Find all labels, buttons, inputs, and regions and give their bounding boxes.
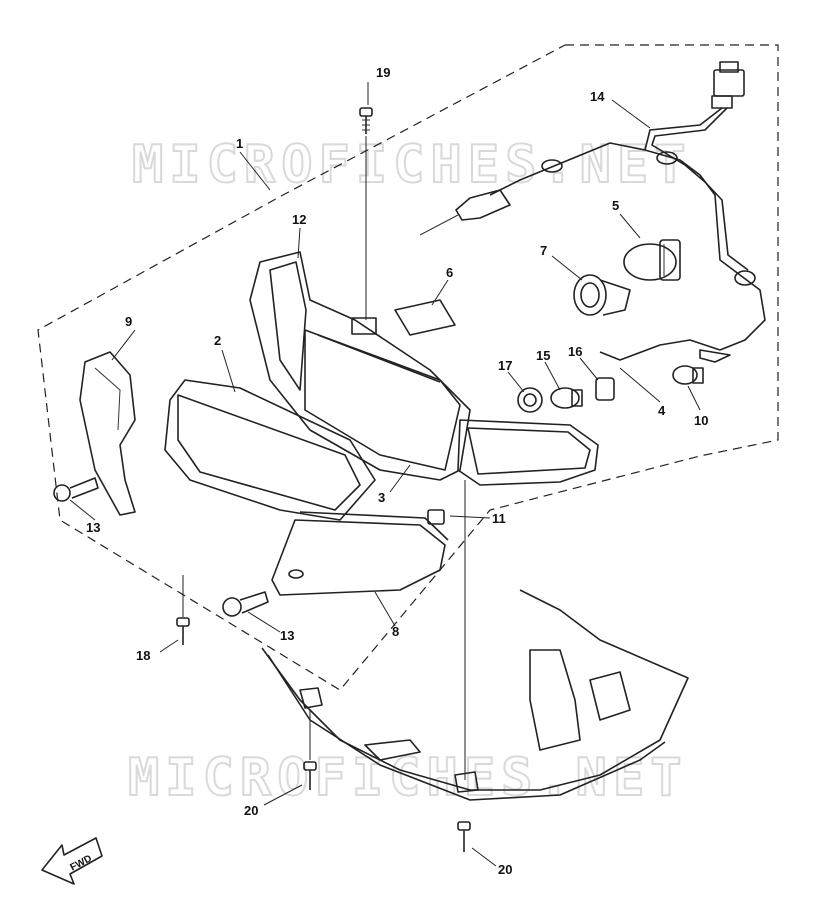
socket-16	[595, 377, 615, 401]
callout-12: 12	[292, 212, 306, 227]
lens-frame-2	[164, 379, 376, 521]
screw-18	[176, 617, 190, 645]
callout-6: 6	[446, 265, 453, 280]
fwd-label: FWD	[68, 853, 93, 873]
assembly-boundary	[37, 44, 779, 691]
fwd-arrow-icon: FWD	[41, 837, 103, 885]
watermark-top: MICROFICHES.NET	[132, 135, 692, 195]
callout-4: 4	[658, 403, 666, 418]
callout-13-right: 13	[280, 628, 294, 643]
callout-2: 2	[214, 333, 221, 348]
screw-13-right	[222, 591, 269, 617]
callout-1: 1	[236, 136, 243, 151]
pad-6	[394, 299, 456, 336]
turn-lens-8	[271, 511, 449, 596]
socket-7	[573, 274, 631, 316]
callout-15: 15	[536, 348, 550, 363]
callout-19: 19	[376, 65, 390, 80]
callout-5: 5	[612, 198, 619, 213]
screw-20-right	[457, 821, 471, 852]
side-lens-3	[457, 419, 599, 486]
callout-20-right: 20	[498, 862, 512, 877]
bulb-10	[672, 365, 704, 385]
callout-16: 16	[568, 344, 582, 359]
grommet-17	[517, 387, 543, 413]
callout-10: 10	[694, 413, 708, 428]
callout-20-left: 20	[244, 803, 258, 818]
callout-18: 18	[136, 648, 150, 663]
callout-8: 8	[392, 624, 399, 639]
nut-11	[427, 509, 445, 525]
callout-7: 7	[540, 243, 547, 258]
callout-17: 17	[498, 358, 512, 373]
wire-harness-14	[419, 61, 766, 363]
screw-19	[359, 107, 373, 134]
callout-14: 14	[590, 89, 605, 104]
callout-11: 11	[492, 511, 506, 526]
screw-13-left	[53, 477, 99, 502]
housing-12	[249, 251, 471, 481]
bulb-15	[550, 387, 583, 409]
watermark-bottom: MICROFICHES.NET	[128, 748, 688, 808]
callout-9: 9	[125, 314, 132, 329]
screw-20-left	[303, 761, 317, 790]
bracket-9	[79, 351, 136, 516]
callout-13-left: 13	[86, 520, 100, 535]
bulb-5	[623, 239, 681, 281]
callout-3: 3	[378, 490, 385, 505]
leader-lines	[69, 82, 701, 867]
